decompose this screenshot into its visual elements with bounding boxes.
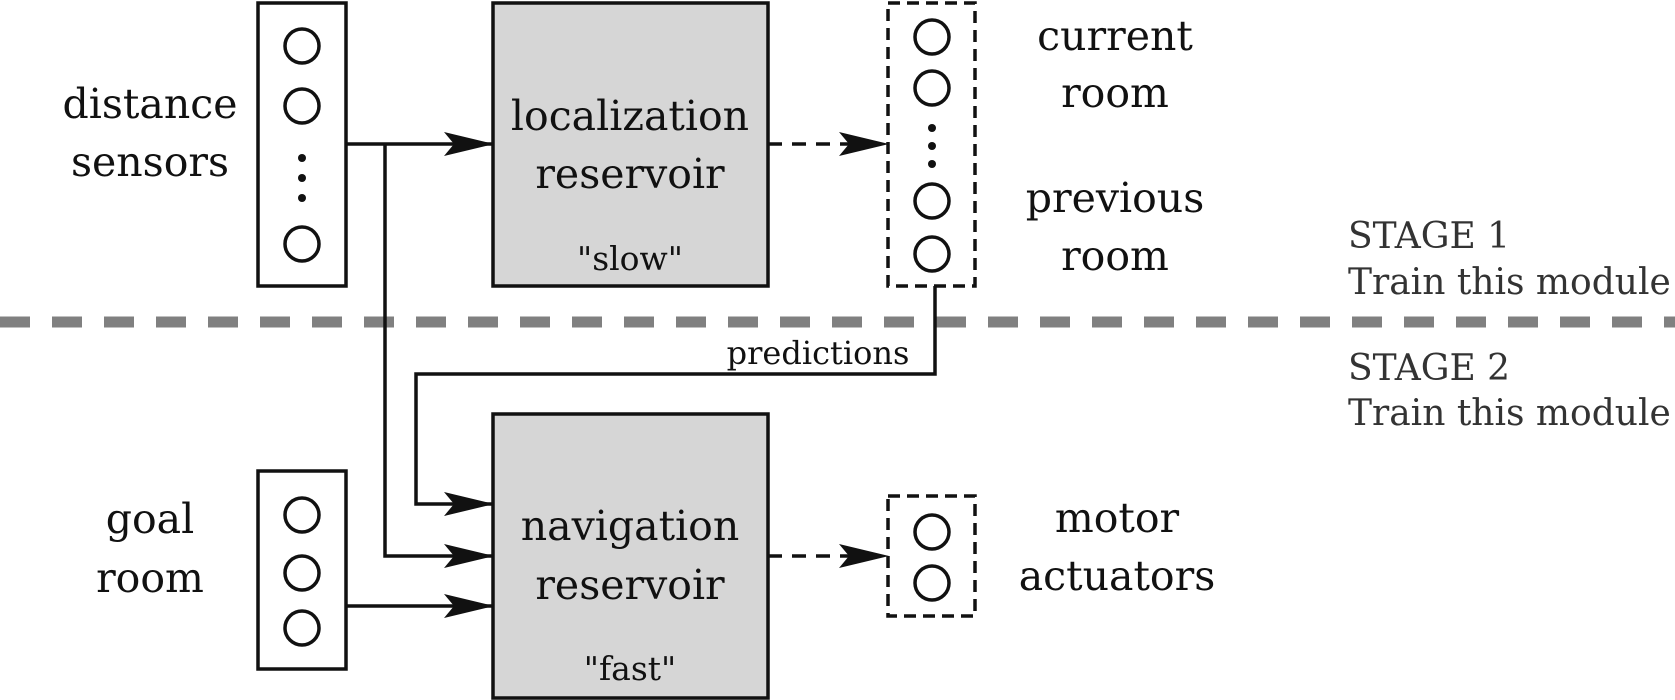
goal-neuron	[283, 554, 321, 592]
room-ellipsis-dot	[928, 124, 936, 132]
navigation-reservoir-box	[491, 412, 770, 700]
stage1-subtitle: Train this module	[1348, 262, 1671, 303]
stage1-title: STAGE 1	[1348, 216, 1510, 257]
room-ellipsis-dot	[928, 142, 936, 150]
sensor-ellipsis-dot	[298, 154, 306, 162]
predictions-feedback-arrow	[414, 286, 937, 516]
predictions-label: predictions	[727, 334, 910, 372]
distance-sensors-label-line1: distance	[63, 80, 238, 128]
localization-reservoir-box	[491, 1, 770, 288]
goal-neuron	[283, 609, 321, 647]
stage2-title: STAGE 2	[1348, 348, 1510, 389]
navigation-reservoir-title-line1: navigation	[521, 502, 740, 550]
previous-room-label-line1: previous	[1026, 174, 1205, 222]
goal-neuron	[283, 496, 321, 534]
motor-actuators-label-line2: actuators	[1019, 552, 1216, 600]
distance-sensors-layer	[256, 1, 348, 288]
sensor-ellipsis-dot	[298, 174, 306, 182]
motor-actuators-label-line1: motor	[1055, 494, 1180, 542]
sensors-to-navigation-arrow	[383, 144, 494, 568]
stage2-subtitle: Train this module	[1348, 393, 1671, 434]
motor-neuron	[913, 564, 951, 602]
previous-room-label-line2: room	[1061, 232, 1169, 280]
navigation-reservoir-title-line2: reservoir	[535, 561, 725, 609]
sensor-neuron	[283, 225, 321, 263]
room-neuron	[913, 69, 951, 107]
distance-sensors-label-line2: sensors	[71, 138, 229, 186]
room-neuron	[913, 182, 951, 220]
goal-room-label-line1: goal	[106, 495, 195, 543]
localization-reservoir-title-line2: reservoir	[535, 150, 725, 198]
current-room-label-line2: room	[1061, 69, 1169, 117]
goal-room-layer	[256, 469, 348, 671]
motor-neuron	[913, 513, 951, 551]
room-neuron	[913, 18, 951, 56]
sensor-neuron	[283, 87, 321, 125]
room-prediction-layer	[886, 1, 977, 288]
localization-reservoir-title-line1: localization	[511, 92, 749, 140]
current-room-label-line1: current	[1037, 12, 1193, 60]
goal-room-label-line2: room	[96, 554, 204, 602]
localization-speed-label: "slow"	[577, 239, 683, 278]
motor-actuators-layer	[886, 494, 977, 618]
room-neuron	[913, 235, 951, 273]
navigation-speed-label: "fast"	[584, 649, 676, 688]
sensor-ellipsis-dot	[298, 194, 306, 202]
room-ellipsis-dot	[928, 160, 936, 168]
sensor-neuron	[283, 27, 321, 65]
